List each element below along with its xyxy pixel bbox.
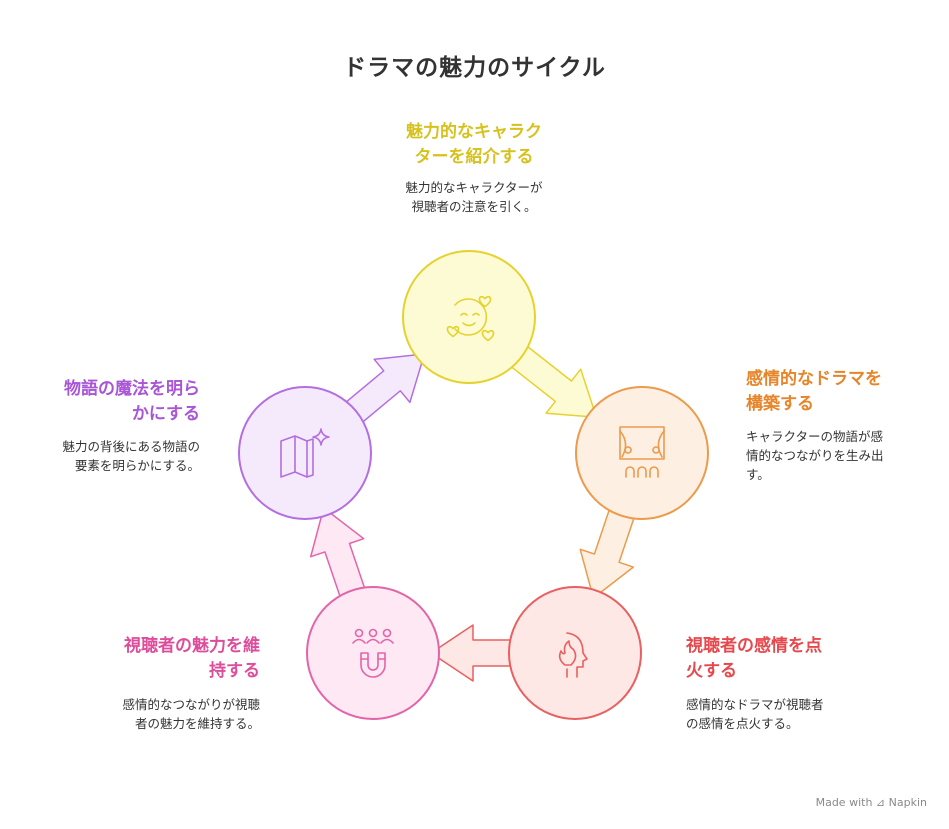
step-1-heading-line-1: 魅力的なキャラク (406, 122, 542, 142)
napkin-logo-icon: ⊿ (875, 796, 886, 809)
step-5-circle (238, 386, 372, 520)
step-2-node (575, 386, 709, 520)
step-4-circle (306, 586, 440, 720)
head-with-flame-icon (558, 632, 588, 678)
step-4-heading-line-2: 持する (209, 661, 260, 681)
step-1-circle (402, 250, 536, 384)
step-5-description-line-1: 魅力の背後にある物語の (62, 439, 200, 454)
step-4-description: 感情的なつながりが視聴 者の魅力を維持する。 (60, 695, 260, 733)
step-1-node (402, 250, 536, 384)
step-5-heading-line-2: かにする (131, 404, 200, 424)
step-5-node (238, 386, 372, 520)
step-4-description-line-1: 感情的なつながりが視聴 (122, 697, 260, 712)
step-4-description-line-2: 者の魅力を維持する。 (134, 716, 260, 731)
smiling-face-with-hearts-icon (446, 295, 495, 342)
step-2-heading: 感情的なドラマを 構築する (746, 367, 936, 417)
step-3-description: 感情的なドラマが視聴者 の感情を点火する。 (686, 695, 886, 733)
step-3-heading-line-1: 視聴者の感情を点 (686, 636, 822, 656)
theater-stage-curtains-icon (619, 426, 665, 478)
step-4-node (306, 586, 440, 720)
napkin-brand: Napkin (888, 796, 927, 809)
audience-magnet-icon (352, 628, 394, 678)
step-1-heading-line-2: ターを紹介する (414, 147, 534, 167)
step-2-circle (575, 386, 709, 520)
step-1-description: 魅力的なキャラクターが 視聴者の注意を引く。 (354, 178, 594, 216)
step-5-heading-line-1: 物語の魔法を明ら (64, 379, 200, 399)
step-2-description-line-3: す。 (746, 467, 770, 482)
step-1-description-line-2: 視聴者の注意を引く。 (411, 199, 537, 214)
step-3-node (508, 586, 642, 720)
made-with-label: Made with (815, 796, 873, 809)
step-5-heading: 物語の魔法を明ら かにする (0, 377, 200, 427)
napkin-watermark: Made with ⊿ Napkin (816, 796, 927, 809)
step-2-heading-line-1: 感情的なドラマを (746, 369, 882, 389)
step-3-heading: 視聴者の感情を点 火する (686, 634, 886, 684)
step-2-description-line-1: キャラクターの物語が感 (746, 429, 884, 444)
step-2-description-line-2: 情的なつながりを生み出 (746, 448, 884, 463)
step-3-heading-line-2: 火する (686, 661, 737, 681)
step-4-heading-line-1: 視聴者の魅力を維 (124, 636, 260, 656)
step-1-heading: 魅力的なキャラク ターを紹介する (354, 120, 594, 170)
step-3-description-line-1: 感情的なドラマが視聴者 (686, 697, 824, 712)
step-3-description-line-2: の感情を点火する。 (686, 716, 799, 731)
step-4-heading: 視聴者の魅力を維 持する (60, 634, 260, 684)
step-1-description-line-1: 魅力的なキャラクターが (405, 180, 543, 195)
cycle-nodes (238, 250, 709, 720)
map-with-sparkle-icon (280, 428, 330, 478)
step-2-heading-line-2: 構築する (746, 394, 814, 414)
step-5-description-line-2: 要素を明らかにする。 (74, 458, 200, 473)
diagram-title: ドラマの魅力のサイクル (343, 55, 606, 81)
step-2-description: キャラクターの物語が感 情的なつながりを生み出 す。 (746, 427, 936, 484)
step-5-description: 魅力の背後にある物語の 要素を明らかにする。 (0, 437, 200, 475)
